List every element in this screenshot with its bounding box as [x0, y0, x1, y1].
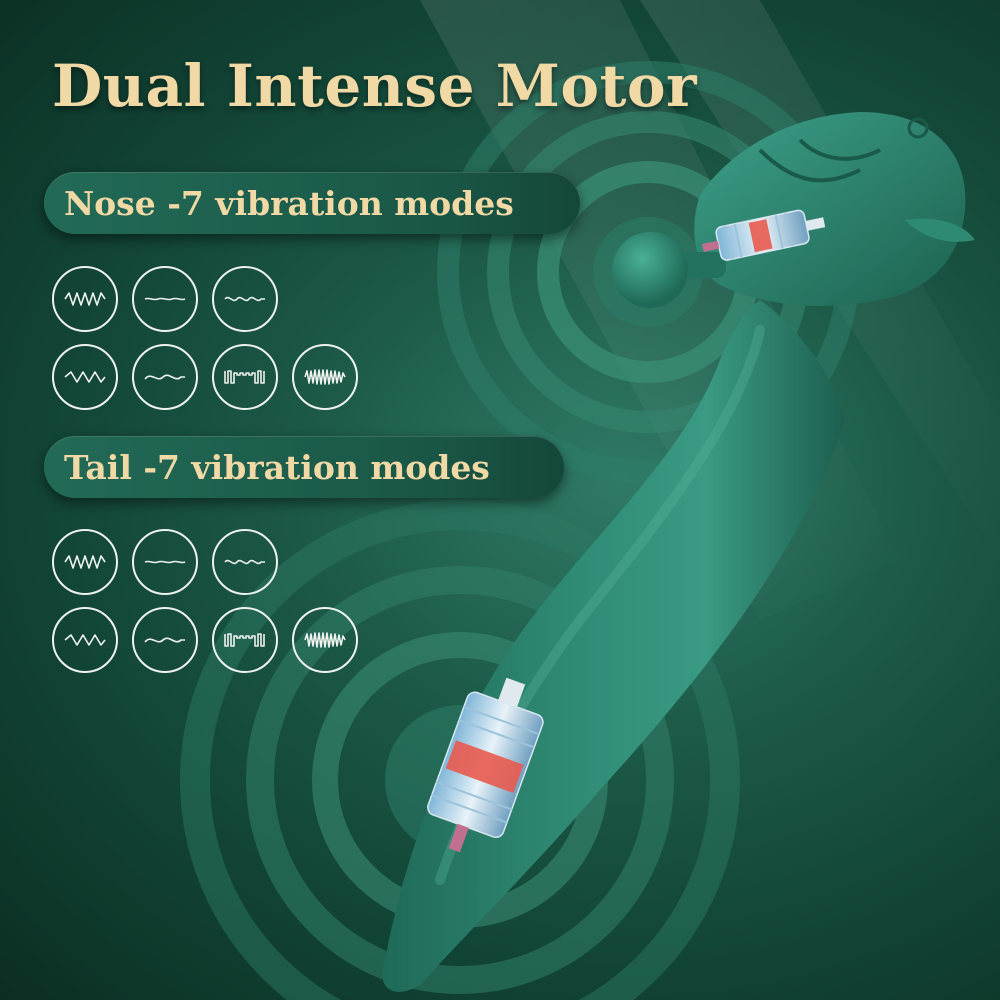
nose-label: Nose -7 vibration modes	[64, 183, 514, 223]
nose-motor-icon	[702, 209, 826, 261]
pulse-square-icon	[212, 344, 278, 410]
wave-low-icon	[132, 266, 198, 332]
zigzag-dense-icon	[52, 266, 118, 332]
zigzag-sparse-icon	[52, 607, 118, 673]
tail-label: Tail -7 vibration modes	[64, 447, 490, 487]
nose-stem	[680, 252, 726, 278]
nose-label-pill: Nose -7 vibration modes	[44, 172, 580, 234]
power-button-icon	[907, 117, 929, 139]
pulse-square-icon	[212, 607, 278, 673]
wave-medium-icon	[212, 529, 278, 595]
zigzag-sparse-icon	[52, 344, 118, 410]
tail-motor-icon	[427, 677, 544, 853]
page-title: Dual Intense Motor	[52, 52, 698, 120]
tail-label-pill: Tail -7 vibration modes	[44, 436, 564, 498]
zigzag-dense-icon	[52, 529, 118, 595]
wave-soft-icon	[132, 344, 198, 410]
wave-low-icon	[132, 529, 198, 595]
wave-soft-icon	[132, 607, 198, 673]
nose-ball	[612, 232, 688, 308]
burst-dense-icon	[292, 607, 358, 673]
fin-shape	[905, 218, 975, 242]
wave-medium-icon	[212, 266, 278, 332]
device-head-detail	[758, 138, 881, 183]
burst-dense-icon	[292, 344, 358, 410]
device-head	[694, 112, 966, 306]
